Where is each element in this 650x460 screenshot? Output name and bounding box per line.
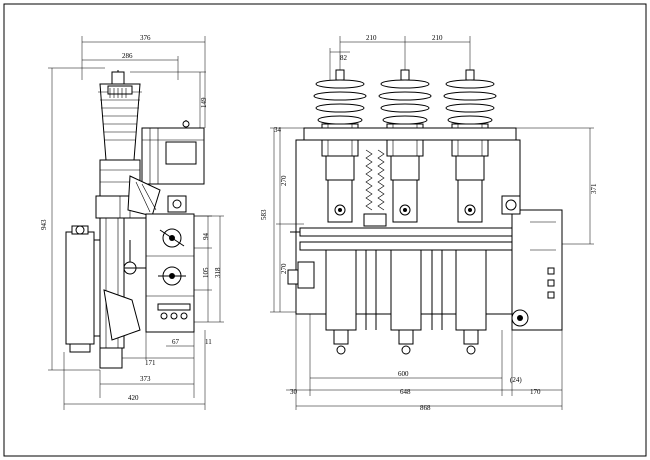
dim-pitch-1: 210 [366, 34, 377, 42]
insulator-phase-b [378, 69, 432, 157]
dim-34: 34 [274, 126, 282, 134]
operating-shaft [299, 227, 519, 237]
dim-648: 648 [400, 388, 411, 396]
insulator-body [99, 83, 141, 161]
dim-373: 373 [140, 375, 151, 383]
dim-105: 105 [202, 267, 210, 278]
display-window [165, 141, 197, 165]
front-view: 210 210 82 [260, 34, 598, 412]
dim-371: 371 [590, 183, 598, 194]
dim-24: (24) [510, 376, 522, 384]
dim-94: 94 [202, 233, 210, 241]
dim-67: 67 [172, 338, 180, 346]
insulator-phase-c [443, 69, 497, 157]
sheet-border [3, 3, 647, 457]
dim-pitch-2: 210 [432, 34, 443, 42]
contact-assemblies [325, 155, 485, 223]
dim-170: 170 [530, 388, 541, 396]
dim-318: 318 [214, 267, 222, 278]
dim-270-bottom: 270 [280, 263, 288, 274]
dim-82: 82 [340, 54, 348, 62]
dim-376: 376 [140, 34, 151, 42]
dim-270-top: 270 [280, 175, 288, 186]
top-frame [303, 127, 517, 141]
dim-868: 868 [420, 404, 431, 412]
dim-149: 149 [200, 97, 208, 108]
dim-943: 943 [40, 219, 48, 230]
dim-600: 600 [398, 370, 409, 378]
dim-11: 11 [205, 338, 212, 346]
dim-420: 420 [128, 394, 139, 402]
dim-30: 30 [290, 388, 298, 396]
insulator-phase-a [313, 69, 367, 157]
fuse-tubes [325, 249, 487, 355]
fuse-tube [65, 231, 95, 345]
dim-583: 583 [260, 209, 268, 220]
side-view: 376 286 149 943 [40, 34, 224, 410]
dim-171: 171 [145, 359, 156, 367]
dim-286: 286 [122, 52, 133, 60]
springs [363, 149, 387, 227]
